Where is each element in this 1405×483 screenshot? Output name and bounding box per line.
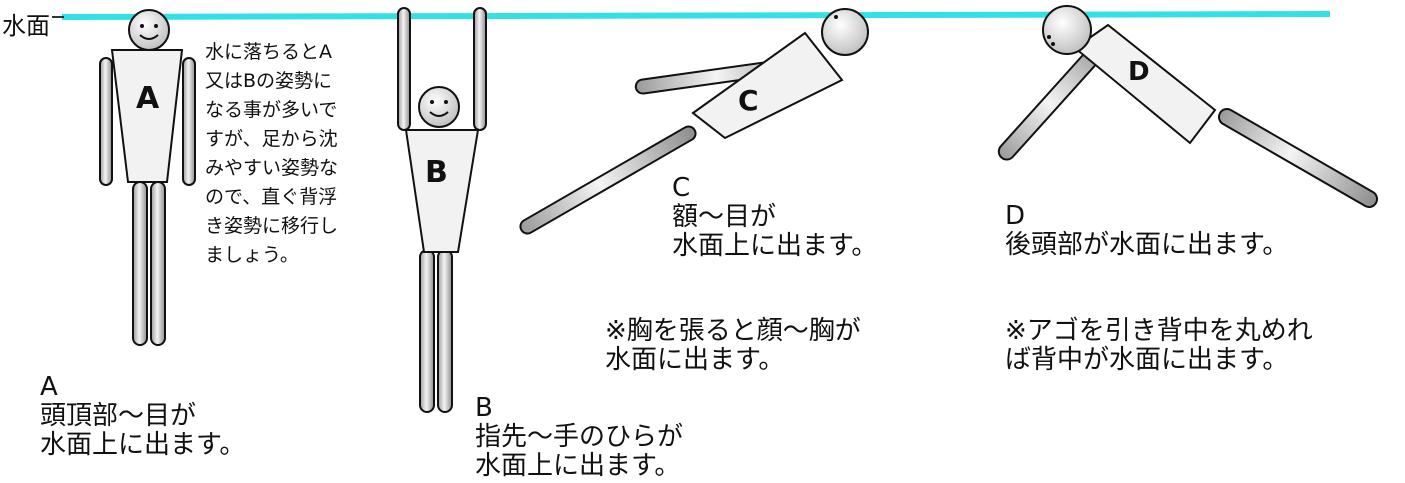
figure-b-arms-up	[397, 7, 487, 413]
figure-c-label: C	[738, 84, 759, 117]
figure-d-remark: ※アゴを引き背中を丸めれ ば背中が水面に出ます。	[1005, 316, 1313, 375]
figure-a-caption: A 頭頂部～目が 水面上に出ます。	[40, 372, 246, 460]
figure-b-caption: B 指先～手のひらが 水面上に出ます。	[475, 393, 684, 481]
water-surface-line	[61, 11, 1331, 20]
water-surface-label: 水面	[2, 12, 50, 40]
figure-d-label: D	[1128, 57, 1150, 87]
figure-c-remark: ※胸を張ると顔～胸が 水面に出ます。	[605, 316, 861, 375]
figure-d-caption: D 後頭部が水面に出ます。	[1005, 201, 1289, 260]
figure-a-label: A	[136, 81, 160, 116]
figure-c-caption: C 額～目が 水面上に出ます。	[672, 173, 878, 261]
figure-b-label: B	[425, 155, 448, 190]
explanation-note: 水に落ちるとA 又はBの姿勢に なる事が多いで すが、足から沈 みやすい姿勢な …	[205, 41, 339, 266]
figure-d-back-float	[997, 5, 1379, 208]
figure-a-standing	[99, 9, 196, 346]
figure-c-back-float	[519, 8, 869, 235]
